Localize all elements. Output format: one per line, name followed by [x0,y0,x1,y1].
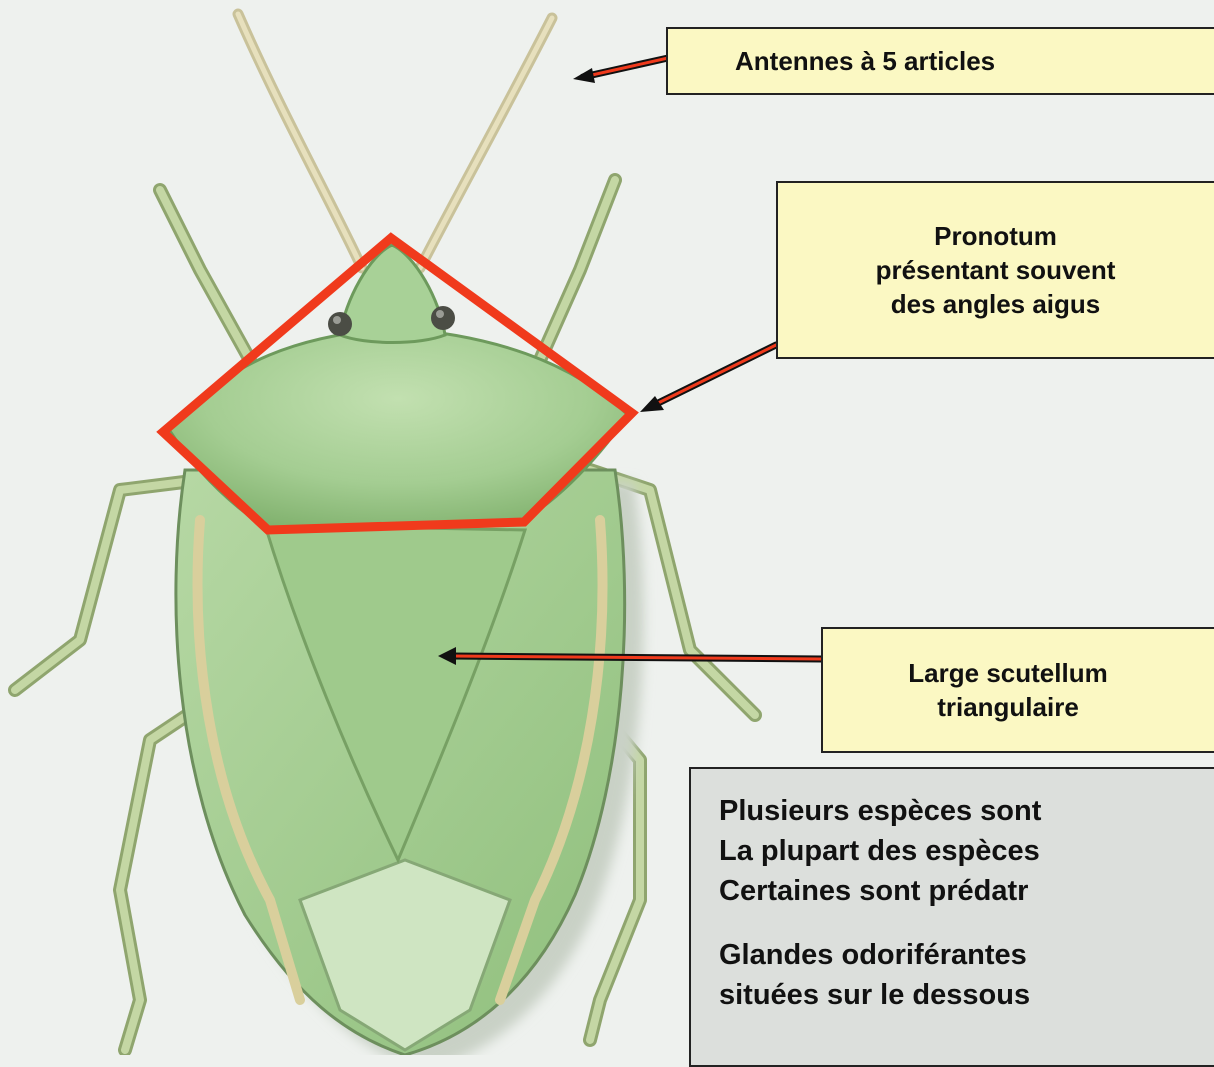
stink-bug-illustration [15,14,755,1055]
label-pronotum-line-2: présentant souvent [778,253,1213,287]
label-pronotum-line-1: Pronotum [778,219,1213,253]
label-antennes: Antennes à 5 articles [666,27,1214,95]
eye-right [431,306,455,330]
arrow-antennes [573,58,668,83]
eye-left [328,312,352,336]
label-scutellum-line-1: Large scutellum [823,656,1193,690]
label-antennes-line: Antennes à 5 articles [735,44,995,78]
info-box: Plusieurs espèces sont La plupart des es… [689,767,1214,1067]
antennae [238,14,552,268]
info-line-3: Certaines sont prédatr [719,871,1214,911]
arrow-pronotum [640,345,776,412]
label-pronotum-line-3: des angles aigus [778,287,1213,321]
info-line-1: Plusieurs espèces sont [719,791,1214,831]
label-scutellum: Large scutellum triangulaire [821,627,1214,753]
label-scutellum-line-2: triangulaire [823,690,1193,724]
label-pronotum: Pronotum présentant souvent des angles a… [776,181,1214,359]
info-line-4: Glandes odoriférantes [719,935,1214,975]
info-line-2: La plupart des espèces [719,831,1214,871]
info-line-5: situées sur le dessous [719,975,1214,1015]
